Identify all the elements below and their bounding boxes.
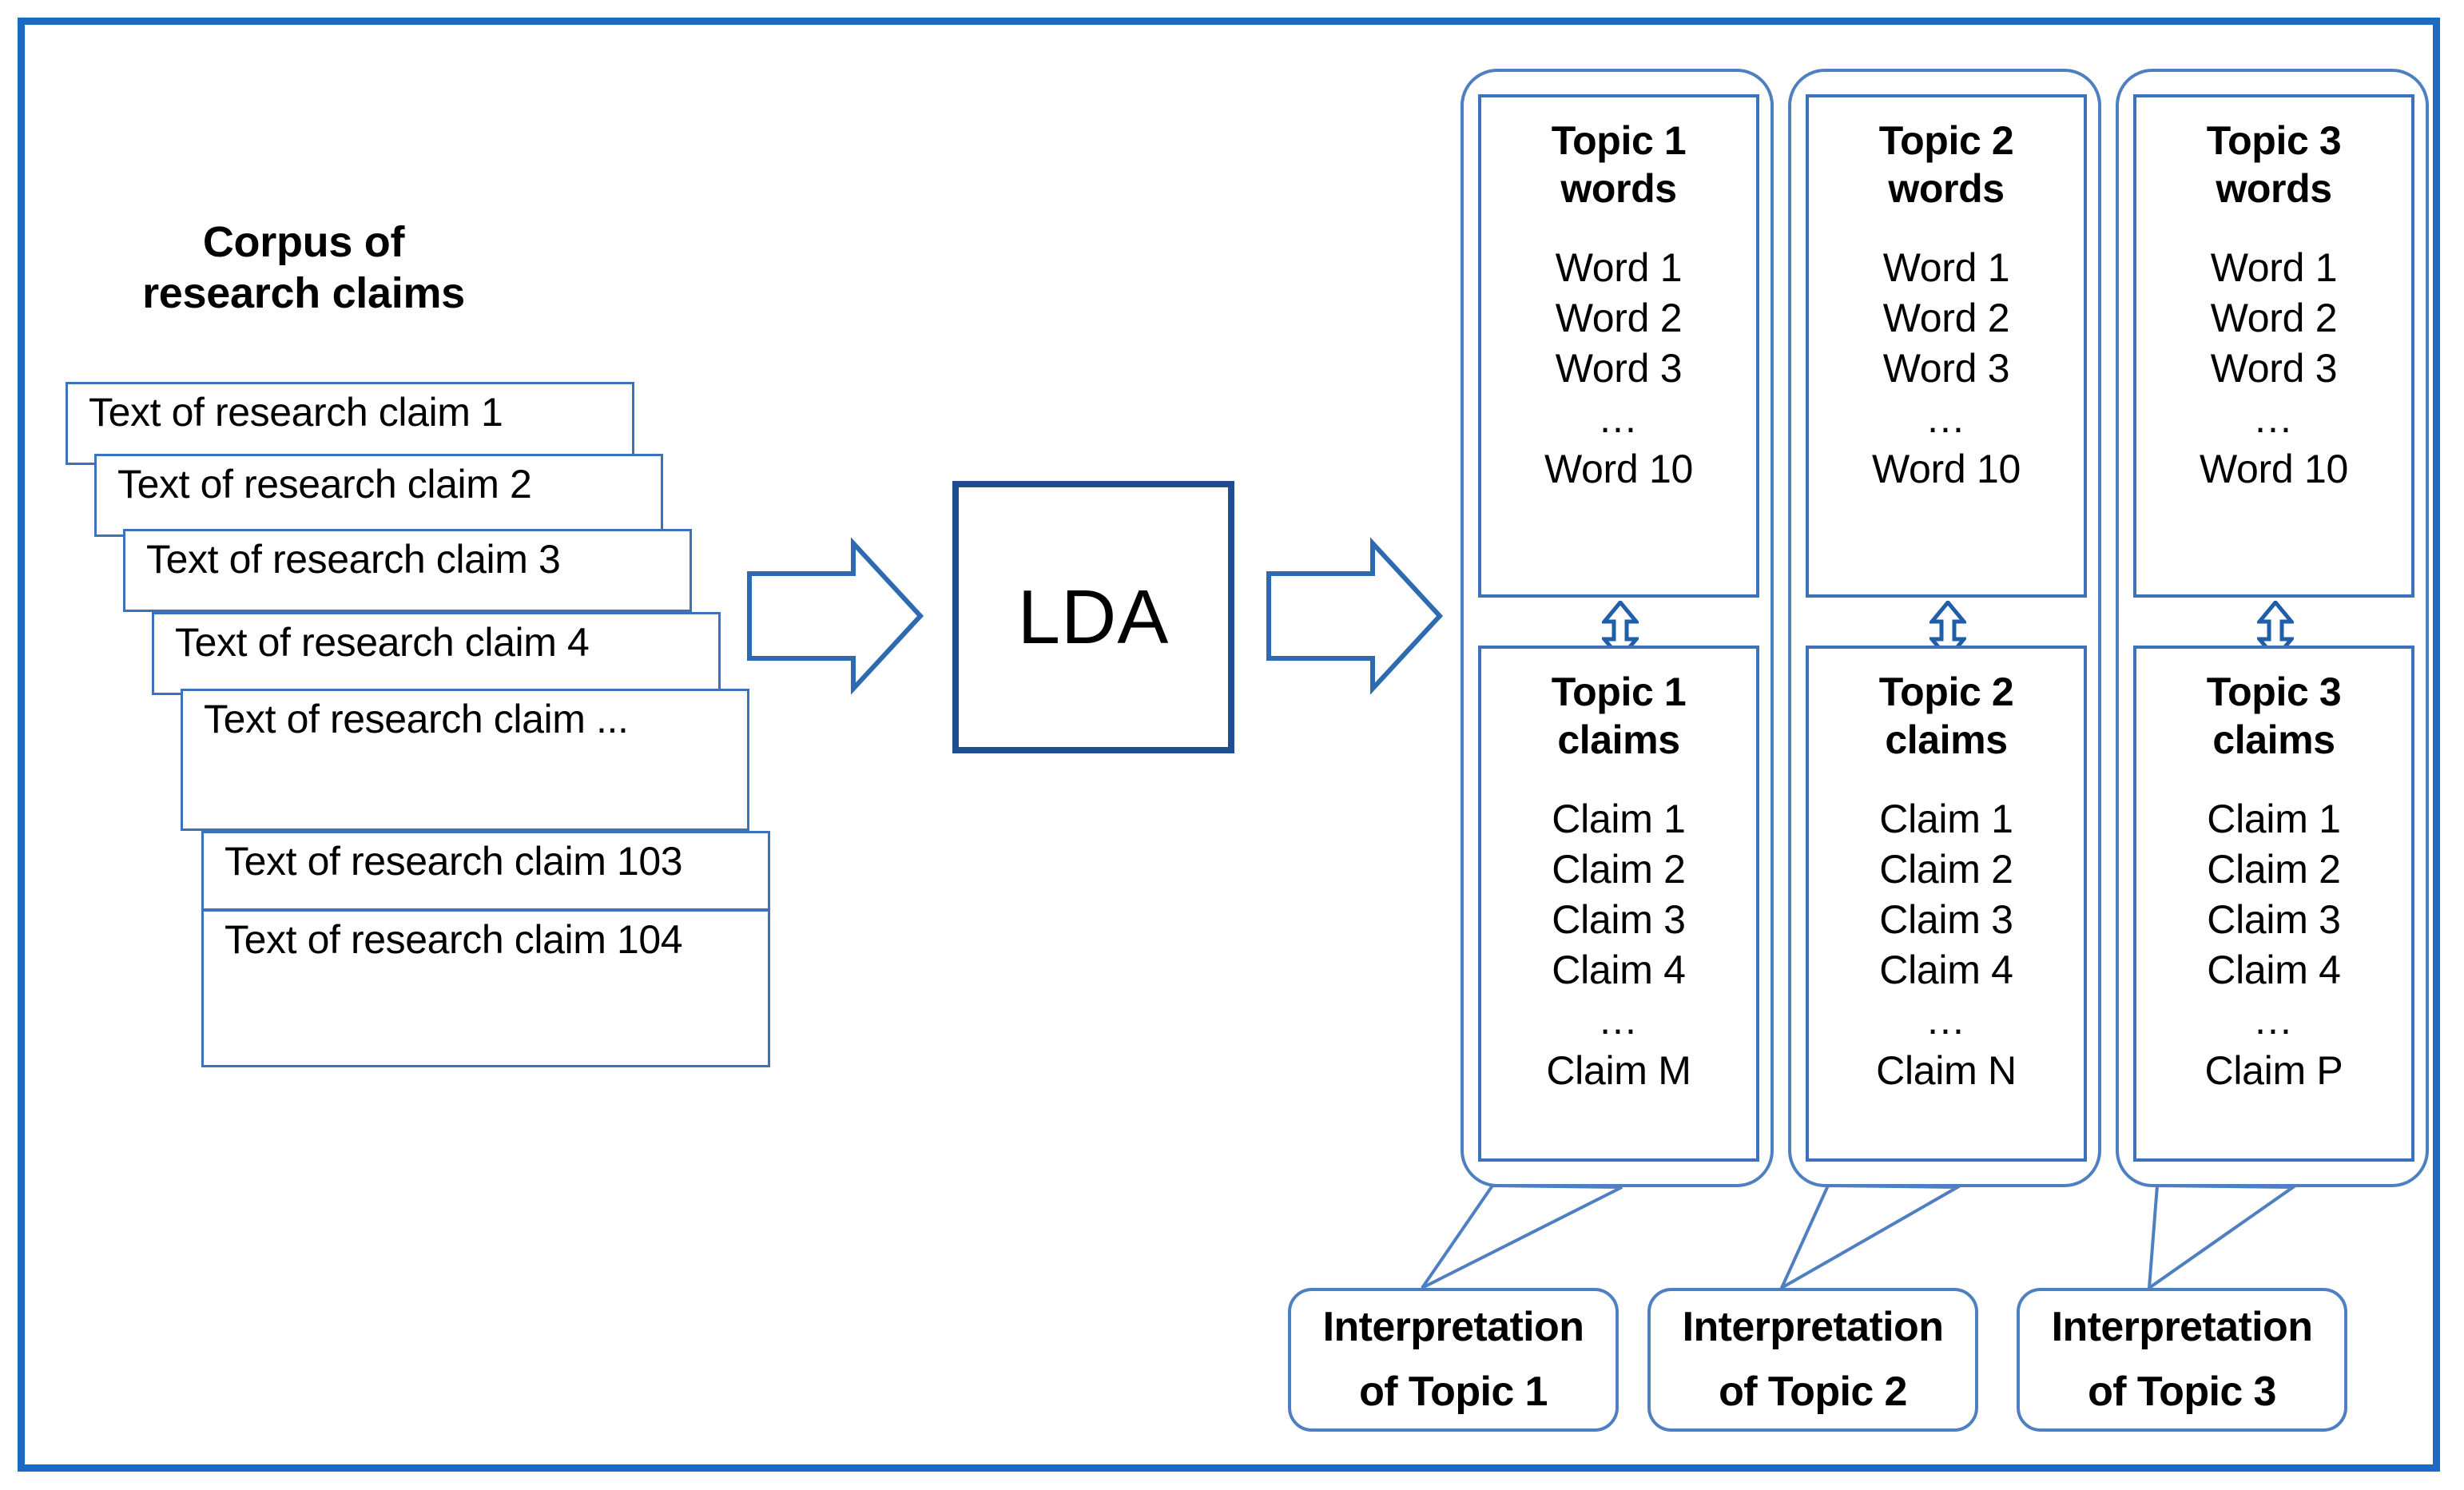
list-item: Word 2 — [1882, 296, 2010, 340]
lda-label: LDA — [1017, 574, 1170, 660]
claim-card[interactable]: Text of research claim 2 — [94, 454, 663, 537]
interpretation-line2: of Topic 3 — [2088, 1369, 2276, 1415]
list-item: Word 2 — [1555, 296, 1683, 340]
list-item: Word 3 — [1882, 346, 2010, 391]
list-item: Claim 4 — [1552, 948, 1686, 992]
claim-card-label: Text of research claim 2 — [117, 462, 532, 507]
list-item: Claim 3 — [2207, 897, 2341, 942]
interpretation-box-2[interactable]: Interpretation of Topic 2 — [1647, 1288, 1978, 1432]
heading-line1: Topic 1 — [1551, 118, 1687, 163]
claim-card-label: Text of research claim 4 — [175, 620, 590, 665]
topic-2-words-heading: Topic 2 words — [1809, 117, 2084, 213]
heading-line2: claims — [1885, 717, 2008, 762]
corpus-title: Corpus of research claims — [120, 217, 487, 319]
list-item: Claim 3 — [1879, 897, 2013, 942]
list-item: Word 3 — [1555, 346, 1683, 391]
claim-card-label: Text of research claim 103 — [225, 839, 683, 884]
claim-card-label: Text of research claim 3 — [146, 537, 561, 582]
interpretation-line2: of Topic 2 — [1719, 1369, 1907, 1415]
list-item: Word 2 — [2210, 296, 2338, 340]
corpus-title-line2: research claims — [142, 268, 465, 317]
interpretation-line1: Interpretation — [1682, 1304, 1944, 1351]
topic-1-claims-box[interactable]: Topic 1 claims Claim 1 Claim 2 Claim 3 C… — [1478, 646, 1759, 1162]
interpretation-box-3[interactable]: Interpretation of Topic 3 — [2017, 1288, 2347, 1432]
claim-card[interactable]: Text of research claim 4 — [152, 612, 721, 695]
list-item: Claim M — [1546, 1048, 1691, 1093]
corpus-title-line1: Corpus of — [202, 218, 405, 266]
list-item-ellipsis: ... — [1600, 998, 1638, 1043]
list-item: Claim 4 — [1879, 948, 2013, 992]
list-item: Word 10 — [1544, 447, 1693, 491]
list-item: Claim N — [1876, 1048, 2017, 1093]
topic-2-words-box[interactable]: Topic 2 words Word 1 Word 2 Word 3 ... W… — [1806, 94, 2087, 598]
topic-1-words-list: Word 1 Word 2 Word 3 ... Word 10 — [1481, 243, 1756, 495]
topic-3-claims-box[interactable]: Topic 3 claims Claim 1 Claim 2 Claim 3 C… — [2133, 646, 2414, 1162]
heading-line1: Topic 2 — [1878, 118, 2014, 163]
list-item: Claim 3 — [1552, 897, 1686, 942]
heading-line2: words — [2216, 166, 2332, 211]
list-item: Word 1 — [1555, 245, 1683, 290]
topic-2-claims-list: Claim 1 Claim 2 Claim 3 Claim 4 ... Clai… — [1809, 794, 2084, 1096]
list-item: Claim 2 — [1879, 847, 2013, 892]
list-item-ellipsis: ... — [1600, 396, 1638, 441]
claim-card[interactable]: Text of research claim 3 — [123, 529, 692, 612]
list-item: Word 1 — [1882, 245, 2010, 290]
list-item: Claim 1 — [2207, 797, 2341, 841]
interpretation-line1: Interpretation — [2051, 1304, 2313, 1351]
lda-box[interactable]: LDA — [952, 481, 1234, 753]
list-item: Word 10 — [2200, 447, 2348, 491]
interpretation-line2: of Topic 1 — [1359, 1369, 1548, 1415]
interpretation-box-1[interactable]: Interpretation of Topic 1 — [1288, 1288, 1619, 1432]
heading-line1: Topic 1 — [1551, 670, 1687, 714]
topic-container-2: Topic 2 words Word 1 Word 2 Word 3 ... W… — [1788, 69, 2101, 1187]
list-item: Claim 2 — [2207, 847, 2341, 892]
topic-1-words-box[interactable]: Topic 1 words Word 1 Word 2 Word 3 ... W… — [1478, 94, 1759, 598]
list-item-ellipsis: ... — [1927, 396, 1965, 441]
list-item: Word 10 — [1872, 447, 2021, 491]
heading-line2: words — [1560, 166, 1677, 211]
claim-card[interactable]: Text of research claim 104 — [201, 909, 770, 1067]
claim-card-label: Text of research claim ... — [204, 697, 629, 741]
topic-1-claims-list: Claim 1 Claim 2 Claim 3 Claim 4 ... Clai… — [1481, 794, 1756, 1096]
list-item: Claim P — [2204, 1048, 2343, 1093]
topic-container-3: Topic 3 words Word 1 Word 2 Word 3 ... W… — [2116, 69, 2429, 1187]
list-item-ellipsis: ... — [2255, 998, 2293, 1043]
heading-line1: Topic 3 — [2206, 670, 2342, 714]
topic-1-words-heading: Topic 1 words — [1481, 117, 1756, 213]
topic-3-claims-list: Claim 1 Claim 2 Claim 3 Claim 4 ... Clai… — [2136, 794, 2411, 1096]
heading-line2: claims — [2212, 717, 2335, 762]
list-item-ellipsis: ... — [1927, 998, 1965, 1043]
topic-3-words-list: Word 1 Word 2 Word 3 ... Word 10 — [2136, 243, 2411, 495]
interpretation-line1: Interpretation — [1322, 1304, 1584, 1351]
list-item: Word 1 — [2210, 245, 2338, 290]
claim-card-label: Text of research claim 1 — [89, 390, 503, 435]
list-item: Claim 2 — [1552, 847, 1686, 892]
heading-line1: Topic 2 — [1878, 670, 2014, 714]
heading-line2: words — [1888, 166, 2005, 211]
list-item: Word 3 — [2210, 346, 2338, 391]
topic-container-1: Topic 1 words Word 1 Word 2 Word 3 ... W… — [1461, 69, 1774, 1187]
claim-card[interactable]: Text of research claim ... — [181, 689, 749, 831]
claim-card-label: Text of research claim 104 — [225, 917, 683, 962]
topic-1-claims-heading: Topic 1 claims — [1481, 668, 1756, 764]
topic-3-words-heading: Topic 3 words — [2136, 117, 2411, 213]
heading-line2: claims — [1557, 717, 1680, 762]
heading-line1: Topic 3 — [2206, 118, 2342, 163]
topic-3-claims-heading: Topic 3 claims — [2136, 668, 2411, 764]
claim-card[interactable]: Text of research claim 1 — [66, 382, 634, 465]
list-item: Claim 1 — [1879, 797, 2013, 841]
claim-card[interactable]: Text of research claim 103 — [201, 831, 770, 911]
list-item: Claim 4 — [2207, 948, 2341, 992]
topic-2-words-list: Word 1 Word 2 Word 3 ... Word 10 — [1809, 243, 2084, 495]
topic-2-claims-box[interactable]: Topic 2 claims Claim 1 Claim 2 Claim 3 C… — [1806, 646, 2087, 1162]
topic-3-words-box[interactable]: Topic 3 words Word 1 Word 2 Word 3 ... W… — [2133, 94, 2414, 598]
list-item-ellipsis: ... — [2255, 396, 2293, 441]
topic-2-claims-heading: Topic 2 claims — [1809, 668, 2084, 764]
list-item: Claim 1 — [1552, 797, 1686, 841]
